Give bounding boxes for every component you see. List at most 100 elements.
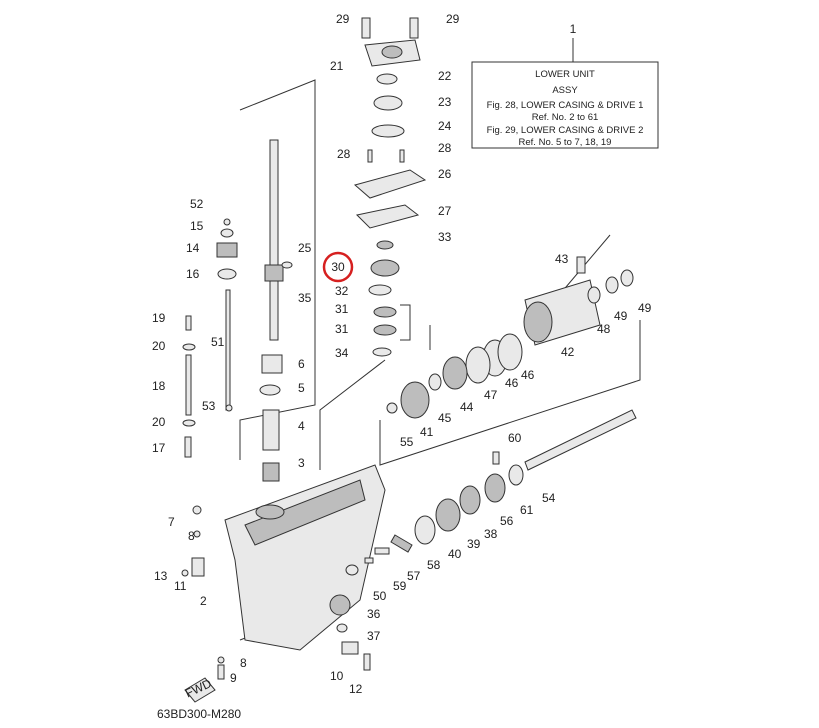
part-label-8: 8 bbox=[240, 656, 247, 670]
seal-49-a bbox=[605, 276, 619, 294]
boot-14 bbox=[216, 242, 238, 258]
info-box-ref: 1 bbox=[570, 22, 577, 36]
part-label-5: 5 bbox=[298, 381, 305, 395]
part-label-41: 41 bbox=[420, 425, 434, 439]
part-label-45: 45 bbox=[438, 411, 452, 425]
lower-casing-bore bbox=[255, 504, 285, 520]
part-label-14: 14 bbox=[186, 241, 200, 255]
part-label-24: 24 bbox=[438, 119, 452, 133]
part-label-31: 31 bbox=[335, 322, 349, 336]
part-label-47: 47 bbox=[484, 388, 498, 402]
part-label-43: 43 bbox=[555, 252, 569, 266]
shim-40 bbox=[414, 515, 436, 545]
part-label-28: 28 bbox=[438, 141, 452, 155]
housing-bore bbox=[523, 301, 553, 343]
part-label-15: 15 bbox=[190, 219, 204, 233]
screw-12 bbox=[363, 653, 371, 671]
part-label-31: 31 bbox=[335, 302, 349, 316]
part-label-38: 38 bbox=[484, 527, 498, 541]
clip-20-upper bbox=[182, 343, 196, 351]
part-label-58: 58 bbox=[427, 558, 441, 572]
part-label-54: 54 bbox=[542, 491, 556, 505]
part-label-16: 16 bbox=[186, 267, 200, 281]
part-label-8: 8 bbox=[188, 529, 195, 543]
shim-47 bbox=[465, 346, 491, 384]
part-label-29: 29 bbox=[446, 12, 460, 26]
insert-cartridge-22 bbox=[376, 73, 398, 85]
clutch-56 bbox=[484, 473, 506, 503]
part-label-7: 7 bbox=[168, 515, 175, 529]
bolt-29-right bbox=[409, 17, 419, 39]
part-label-20: 20 bbox=[152, 415, 166, 429]
washer-55 bbox=[386, 402, 398, 414]
anode-11 bbox=[191, 557, 205, 577]
washer-34 bbox=[372, 347, 392, 357]
bearing-44 bbox=[442, 356, 468, 390]
drive-shaft-group bbox=[259, 139, 293, 482]
reverse-gear-41 bbox=[400, 381, 430, 419]
bearing-31-upper bbox=[373, 306, 397, 318]
part-label-10: 10 bbox=[330, 669, 344, 683]
shift-rod-group bbox=[182, 218, 238, 458]
bearing-39 bbox=[435, 498, 461, 532]
bearing-3 bbox=[262, 462, 280, 482]
part-label-13: 13 bbox=[154, 569, 168, 583]
drive-shaft-collar bbox=[264, 264, 284, 282]
gasket-27 bbox=[355, 204, 420, 229]
bolt-29-left bbox=[361, 17, 371, 39]
rod-18 bbox=[185, 354, 192, 416]
o-ring-24 bbox=[371, 124, 405, 138]
nut-37 bbox=[336, 623, 348, 633]
part-label-23: 23 bbox=[438, 95, 452, 109]
shift-rod-51 bbox=[225, 289, 231, 411]
info-box-frame bbox=[471, 61, 659, 149]
impeller-23 bbox=[373, 95, 403, 111]
drain-plug-9 bbox=[217, 664, 225, 680]
lower-casing-deck bbox=[244, 479, 366, 546]
info-box: 1 LOWER UNIT ASSY Fig. 28, LOWER CASING … bbox=[471, 22, 659, 149]
part-label-2: 2 bbox=[200, 594, 207, 608]
part-label-32: 32 bbox=[335, 284, 349, 298]
highlight-ring bbox=[322, 251, 354, 283]
shim-45 bbox=[428, 373, 442, 391]
part-label-12: 12 bbox=[349, 682, 363, 696]
plunger-57 bbox=[374, 547, 390, 555]
pin-59 bbox=[364, 557, 374, 564]
stud-19 bbox=[185, 315, 192, 331]
part-label-37: 37 bbox=[367, 629, 381, 643]
ring-61 bbox=[508, 464, 524, 486]
info-box-line3: Fig. 29, LOWER CASING & DRIVE 2 bbox=[487, 125, 644, 136]
part-label-57: 57 bbox=[407, 569, 421, 583]
part-label-61: 61 bbox=[520, 503, 534, 517]
part-label-18: 18 bbox=[152, 379, 166, 393]
washer-8-upper bbox=[193, 530, 201, 538]
plug-10 bbox=[341, 641, 359, 655]
driveshaft-group-outline bbox=[239, 79, 316, 460]
o-ring-16 bbox=[217, 268, 237, 280]
sleeve-4 bbox=[262, 409, 280, 451]
part-label-25: 25 bbox=[298, 241, 312, 255]
part-label-52: 52 bbox=[190, 197, 204, 211]
part-label-46: 46 bbox=[505, 376, 519, 390]
part-label-11: 11 bbox=[174, 579, 187, 593]
part-label-28: 28 bbox=[337, 147, 351, 161]
o-ring-32 bbox=[368, 284, 392, 296]
part-label-51: 51 bbox=[211, 335, 225, 349]
info-box-title2: ASSY bbox=[552, 85, 578, 96]
part-label-21: 21 bbox=[330, 59, 344, 73]
part-label-40: 40 bbox=[448, 547, 462, 561]
part-label-56: 56 bbox=[500, 514, 514, 528]
part-label-4: 4 bbox=[298, 419, 305, 433]
highlight-label: 30 bbox=[331, 260, 345, 274]
clip-52 bbox=[223, 218, 231, 226]
part-label-3: 3 bbox=[298, 456, 305, 470]
part-label-39: 39 bbox=[467, 537, 481, 551]
part-label-53: 53 bbox=[202, 399, 216, 413]
part-label-44: 44 bbox=[460, 400, 474, 414]
bearing-group-bracket bbox=[400, 304, 411, 341]
info-box-line4: Ref. No. 5 to 7, 18, 19 bbox=[519, 137, 612, 148]
joint-17 bbox=[184, 436, 192, 458]
seal-15 bbox=[220, 228, 234, 238]
bearing-leader bbox=[319, 359, 386, 470]
